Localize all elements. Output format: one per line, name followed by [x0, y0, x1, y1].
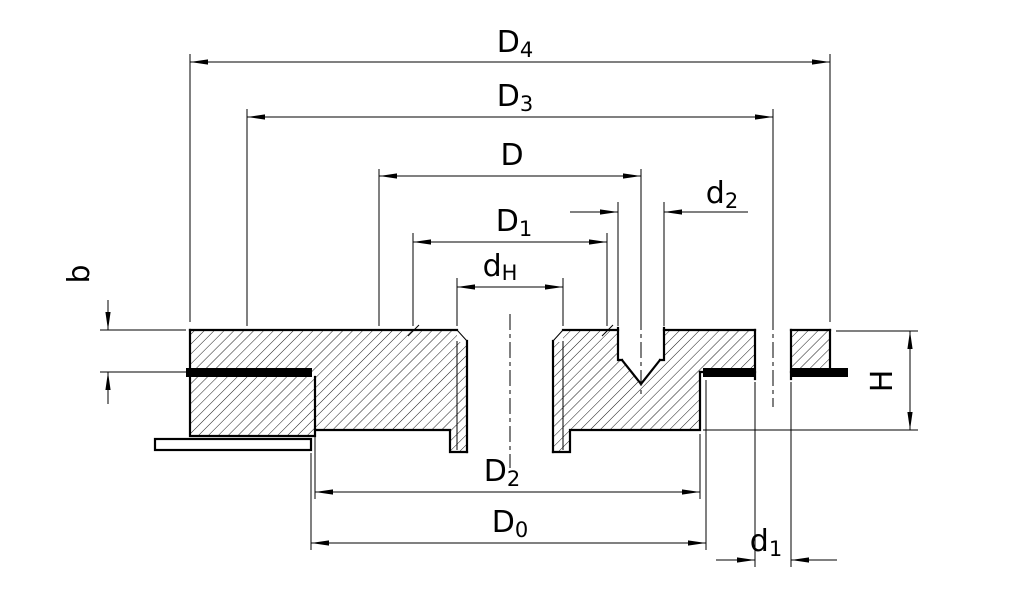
thread-and-chamfer-lines — [407, 324, 614, 450]
dimension-label-dH: dH — [483, 249, 518, 285]
dimension-D2: D2 — [314, 434, 701, 499]
dimension-label-D2: D2 — [484, 454, 520, 491]
dimension-D: D — [378, 138, 642, 326]
dimension-H: H — [703, 330, 918, 431]
dimension-d1: d1 — [716, 382, 837, 567]
dimension-b: b — [62, 264, 186, 404]
dimension-label-D0: D0 — [492, 505, 528, 542]
dimension-label-d2: d2 — [706, 176, 738, 213]
dimension-D4: D4 — [189, 25, 831, 322]
mounting-foot — [153, 437, 313, 452]
flange-outline — [153, 326, 832, 454]
centerlines — [509, 314, 774, 468]
dimension-label-D1: D1 — [496, 204, 532, 241]
dimension-D1: D1 — [412, 204, 608, 326]
dimension-label-D: D — [500, 138, 523, 173]
dimension-label-H: H — [865, 370, 900, 393]
dimension-D3: D3 — [246, 79, 774, 326]
dimension-label-d1: d1 — [750, 524, 782, 561]
dimension-label-D4: D4 — [497, 25, 533, 62]
dimension-label-D3: D3 — [497, 79, 533, 116]
dimension-dH: dH — [456, 249, 564, 326]
dimension-D0: D0 — [310, 380, 707, 550]
dimension-label-b: b — [62, 264, 97, 283]
dimension-d2: d2 — [570, 176, 748, 326]
